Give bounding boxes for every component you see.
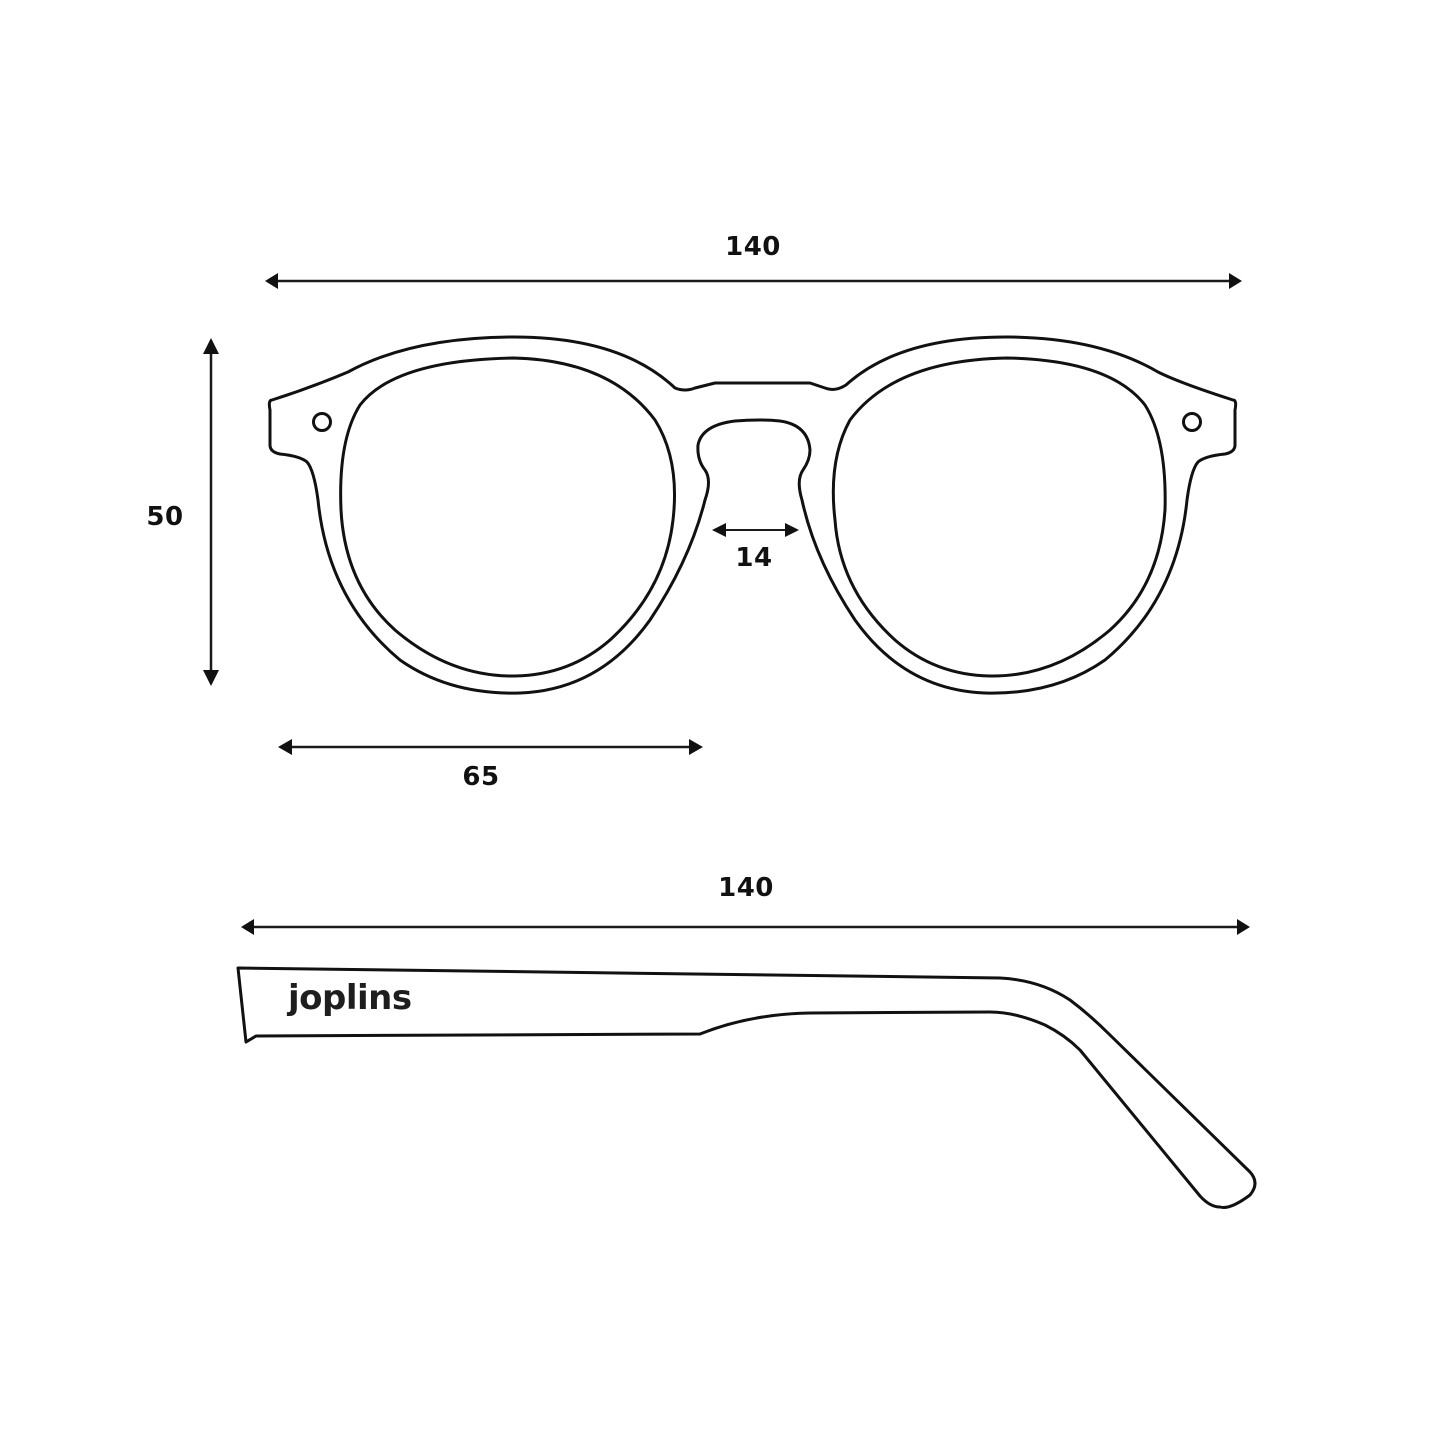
arrow-right-icon (785, 523, 799, 537)
arrow-right-icon (1229, 273, 1242, 289)
arrow-left-icon (712, 523, 726, 537)
total-width-label: 140 (725, 232, 781, 262)
bridge-width-label: 14 (735, 543, 773, 573)
arrow-right-icon (1237, 919, 1250, 935)
arrow-down-icon (203, 670, 219, 686)
temple-arm-outline (236, 966, 1257, 1209)
brand-logo: joplins (288, 978, 412, 1018)
arrow-left-icon (265, 273, 278, 289)
lens-width-dimension (278, 739, 703, 755)
temple-length-dimension (241, 919, 1250, 935)
bridge-width-dimension (712, 523, 799, 537)
lens-width-label: 65 (462, 762, 500, 792)
lens-height-dimension (203, 338, 219, 686)
arrow-left-icon (278, 739, 292, 755)
frame-front (267, 335, 1238, 695)
frame-outer-outline (267, 335, 1238, 695)
total-width-dimension (265, 273, 1242, 289)
arrow-left-icon (241, 919, 254, 935)
left-hinge-rivet-icon (312, 412, 332, 432)
lens-height-label: 50 (146, 502, 184, 532)
arrow-up-icon (203, 338, 219, 354)
right-lens-outline (831, 356, 1167, 678)
arrow-right-icon (689, 739, 703, 755)
left-lens-outline (339, 356, 676, 678)
temple-length-label: 140 (718, 873, 774, 903)
right-hinge-rivet-icon (1182, 412, 1202, 432)
